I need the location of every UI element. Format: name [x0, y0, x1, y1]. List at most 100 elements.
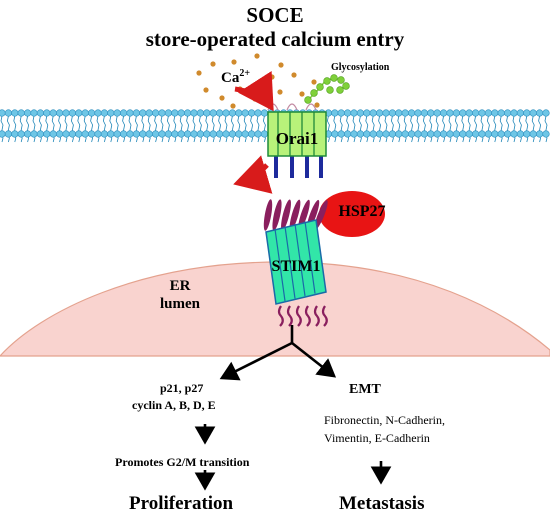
lipid-head-top [164, 109, 172, 117]
lipid-tail-top [416, 115, 420, 131]
metastasis-label: Metastasis [339, 493, 425, 514]
lipid-head-bottom [516, 130, 525, 138]
lipid-head-top [427, 109, 435, 117]
lipid-tail-top [442, 115, 446, 131]
calcium-influx-arrow-bottom [233, 155, 273, 194]
lipid-head-bottom [24, 130, 32, 138]
calcium-charge: 2+ [239, 68, 251, 79]
calcium-ion [254, 53, 260, 59]
lipid-tail-top [262, 115, 266, 131]
lipid-tail-top [365, 115, 369, 131]
lipid-head-bottom [113, 130, 121, 138]
lipid-head-top [440, 109, 448, 117]
lipid-head-top [408, 109, 416, 117]
lipid-tail-top [205, 115, 209, 131]
lipid-head-bottom [395, 130, 403, 138]
lipid-head-top [337, 109, 345, 117]
lipid-head-top [497, 109, 505, 117]
lipid-head-top [216, 109, 224, 117]
lipid-head-bottom [388, 130, 397, 138]
lipid-head-top [36, 109, 45, 117]
lipid-tail-top [390, 115, 394, 131]
lipid-head-bottom [30, 130, 38, 138]
lipid-head-top [222, 109, 230, 117]
lipid-head-top [49, 109, 57, 117]
lipid-head-bottom [491, 130, 499, 138]
lipid-head-bottom [504, 130, 512, 138]
lipid-head-bottom [17, 130, 25, 138]
lipid-head-bottom [177, 130, 185, 138]
lipid-head-bottom [350, 130, 358, 138]
lipid-tail-top [506, 115, 510, 131]
lipid-head-top [11, 109, 19, 117]
lipid-head-bottom [87, 130, 96, 138]
lipid-tail-top [70, 115, 74, 131]
lipid-head-bottom [171, 130, 179, 138]
lipid-head-bottom [401, 130, 409, 138]
lipid-tail-top [461, 115, 465, 131]
lipid-head-bottom [446, 130, 454, 138]
lipid-tail-top [474, 115, 478, 131]
lipid-tail-top [45, 115, 49, 131]
lipid-head-bottom [337, 130, 345, 138]
stim1-luminal-loop [286, 305, 293, 327]
lipid-head-top [542, 109, 550, 117]
lipid-head-bottom [529, 130, 537, 138]
lipid-head-top [254, 109, 262, 117]
stim1-luminal-loop [313, 305, 320, 327]
lipid-head-bottom [81, 130, 89, 138]
lipid-head-bottom [100, 130, 108, 138]
stim1-luminal-loop [321, 305, 328, 327]
cell-cycle-markers-1: p21, p27 [160, 381, 204, 395]
lipid-head-top [356, 109, 365, 117]
lipid-head-top [203, 109, 211, 117]
lipid-head-bottom [75, 130, 83, 138]
stim1-coiled-coil [281, 199, 291, 231]
lipid-tail-top [109, 115, 113, 131]
lipid-tail-top [224, 115, 228, 131]
lipid-head-top [152, 109, 160, 117]
lipid-head-top [132, 109, 140, 117]
lipid-head-bottom [376, 130, 384, 138]
lipid-tail-top [256, 115, 260, 131]
lipid-head-bottom [433, 130, 441, 138]
lipid-head-top [414, 109, 422, 117]
calcium-ion [231, 59, 237, 65]
calcium-ion [203, 87, 209, 93]
lipid-head-top [126, 109, 134, 117]
title-soce: SOCE [246, 3, 304, 27]
lipid-head-bottom [164, 130, 172, 138]
lipid-tail-top [179, 115, 183, 131]
lipid-head-bottom [523, 130, 531, 138]
lumen-label: lumen [159, 296, 200, 312]
lipid-tail-top [544, 115, 548, 131]
lipid-tail-top [160, 115, 164, 131]
lipid-head-top [100, 109, 108, 117]
lipid-tail-top [19, 115, 23, 131]
lipid-tail-top [6, 115, 10, 131]
lipid-tail-top [51, 115, 55, 131]
lipid-head-bottom [43, 130, 51, 138]
lipid-tail-top [352, 115, 356, 131]
lipid-head-top [420, 109, 429, 117]
lipid-tail-top [38, 115, 42, 131]
lipid-head-top [94, 109, 102, 117]
lipid-head-top [472, 109, 480, 117]
lipid-head-top [535, 109, 544, 117]
lipid-tail-top [512, 115, 516, 131]
lipid-head-top [376, 109, 384, 117]
lipid-tail-top [410, 115, 414, 131]
lipid-head-top [0, 109, 6, 117]
orai1-extracellular-loop [305, 103, 317, 111]
lipid-tail-top [429, 115, 433, 131]
lipid-head-bottom [414, 130, 422, 138]
glycan-sugar [310, 89, 318, 97]
calcium-ion [278, 62, 284, 68]
lipid-head-top [171, 109, 179, 117]
calcium-ion [196, 70, 202, 76]
lipid-head-top [446, 109, 454, 117]
calcium-ion [219, 95, 225, 101]
lipid-head-top [395, 109, 403, 117]
lipid-tail-top [326, 115, 330, 131]
